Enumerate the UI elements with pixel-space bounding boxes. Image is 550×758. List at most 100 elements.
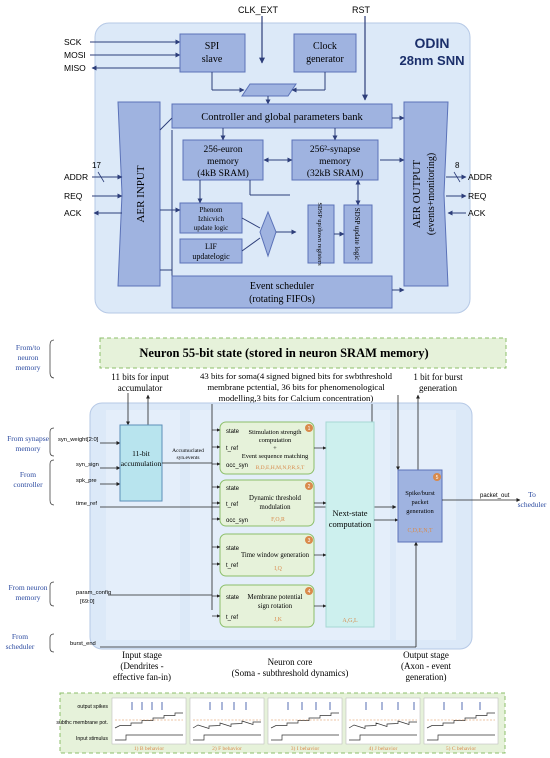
lif-l1: LIF bbox=[205, 242, 218, 251]
sdsp-logic-label: SDSP update logic bbox=[353, 208, 361, 261]
output-spikes-label: output spikes bbox=[77, 704, 108, 710]
m2-l2: modulation bbox=[260, 504, 292, 511]
from-ctrl-l1: From bbox=[20, 470, 36, 479]
input-step bbox=[115, 734, 183, 741]
next-state-block bbox=[325, 421, 375, 628]
sdsp-registers-block bbox=[307, 204, 335, 264]
membrane-trace bbox=[192, 720, 261, 729]
addr-out-slash bbox=[453, 171, 461, 183]
spi-slave-l1: SPI bbox=[205, 41, 219, 52]
acc-events-l1: Accumuclated bbox=[172, 448, 204, 454]
spike-packet-block bbox=[397, 469, 443, 543]
input-stage-l3: effective fan-in) bbox=[113, 672, 171, 682]
membrane-trace bbox=[348, 720, 417, 729]
from-to-mem-l2: neuron bbox=[18, 353, 39, 362]
aer-output-block bbox=[403, 101, 449, 287]
from-to-mem-bracket bbox=[49, 339, 55, 379]
input-step bbox=[349, 734, 417, 741]
membrane-trace bbox=[426, 712, 495, 729]
input-step bbox=[427, 734, 495, 741]
addr-out-label: ADDR bbox=[468, 172, 492, 182]
miso-label: MISO bbox=[64, 63, 86, 73]
output-stage-l2: (Axon - event bbox=[401, 661, 451, 671]
input-stage-l2: (Dendrites - bbox=[120, 661, 163, 671]
syn-mem-l2: memory bbox=[319, 157, 351, 167]
ack-in-label: ACK bbox=[64, 208, 82, 218]
aer-in-width: 17 bbox=[92, 161, 101, 170]
from-syn-l2: memory bbox=[16, 444, 41, 453]
output-stage-l1: Output stage bbox=[403, 650, 449, 660]
neuron-mem-l3: (4kB SRAM) bbox=[197, 168, 248, 179]
burst-end-label: burst_end bbox=[70, 641, 96, 647]
chip-title: ODIN bbox=[415, 35, 450, 51]
acc-l2: accumulation bbox=[121, 459, 162, 468]
membrane-trace bbox=[114, 712, 183, 729]
lif-update-block bbox=[179, 238, 243, 264]
next-state-tags: A,G,L bbox=[342, 618, 358, 624]
from-ctrl-l2: controller bbox=[13, 480, 43, 489]
core-l2: (Soma - subthreshold dynamics) bbox=[232, 668, 349, 678]
lif-l2: updatelogic bbox=[192, 252, 230, 261]
m4-num: 4 bbox=[308, 589, 311, 595]
from-syn-bracket bbox=[49, 427, 55, 457]
aer-out-width: 8 bbox=[455, 161, 460, 170]
packet-out-label: packet_out bbox=[480, 493, 510, 499]
soma-bits-l1: 43 bits for soma(4 signed bigned bits fo… bbox=[200, 371, 393, 381]
m1-l2: computation bbox=[259, 437, 292, 444]
neuron-state-banner bbox=[99, 337, 507, 369]
waveform-box bbox=[423, 697, 499, 745]
phenom-l1: Phenom bbox=[200, 206, 224, 214]
m4-tref: t_ref bbox=[226, 615, 238, 621]
waveform-box bbox=[267, 697, 343, 745]
behavior-label: 5) C behavior bbox=[446, 745, 476, 752]
syn-mem-l3: (32kB SRAM) bbox=[307, 168, 363, 179]
input-step bbox=[271, 734, 339, 741]
sdsp-regs-label: SDSP up/down registers bbox=[316, 202, 323, 266]
from-nmem-bracket bbox=[49, 581, 55, 607]
m2-badge bbox=[305, 482, 313, 490]
membrane-trace bbox=[270, 712, 339, 729]
input-stimulus-label: Input stimulus bbox=[76, 736, 108, 742]
from-sched-l1: From bbox=[12, 632, 28, 641]
spk-pre-label: spk_pre bbox=[76, 478, 97, 484]
from-nmem-l1: From neuron bbox=[9, 583, 48, 592]
controller-label: Controller and global parameters bank bbox=[201, 112, 363, 123]
burst-bits-l2: generation bbox=[419, 383, 457, 393]
soma-bits-l2: membrane pctential, 36 bits for phenomen… bbox=[207, 382, 385, 392]
from-nmem-l2: memory bbox=[16, 593, 41, 602]
m1-occsyn: occ_syn bbox=[226, 463, 248, 469]
from-sched-l2: scheduler bbox=[6, 642, 35, 651]
output-stage-l3: generation) bbox=[406, 672, 447, 682]
soma-bits-l3: modelling,3 bits for Calcium concentrati… bbox=[219, 393, 374, 403]
m1-l4: Event sequence matching bbox=[242, 453, 309, 460]
chip-subtitle: 28nm SNN bbox=[399, 53, 464, 68]
clock-gen-l1: Clock bbox=[313, 41, 337, 52]
m1-badge bbox=[305, 424, 313, 432]
acc-events-l2: syn.events bbox=[176, 455, 199, 461]
phenom-l3: update logic bbox=[194, 224, 228, 232]
m1-tref: t_ref bbox=[226, 446, 238, 452]
from-ctrl-bracket bbox=[49, 459, 55, 506]
mosi-label: MOSI bbox=[64, 50, 86, 60]
clock-mux bbox=[241, 83, 297, 97]
m4-tags: J,K bbox=[274, 617, 283, 623]
accumulation-block bbox=[119, 424, 163, 502]
spike-tags: C,D,E,N,T bbox=[407, 528, 433, 534]
param-config-l2: [69:0] bbox=[80, 599, 95, 605]
m1-l1: Stimulation strength bbox=[249, 429, 303, 436]
phenom-to-mux bbox=[241, 217, 261, 229]
next-state-l2: computation bbox=[329, 519, 372, 529]
spike-l1: Spike/burst bbox=[405, 490, 435, 497]
behavior-label: 3) I behavior bbox=[291, 745, 320, 752]
to-sched-l1: To bbox=[528, 490, 536, 499]
m1-num: 1 bbox=[308, 426, 311, 432]
aer-output-l1: AER OUTPUT bbox=[411, 160, 423, 228]
aer-output-l2: (events+monitoring) bbox=[426, 153, 437, 235]
from-to-mem-l1: From/to bbox=[16, 343, 40, 352]
req-out-label: REQ bbox=[468, 191, 487, 201]
spike-l2: packet bbox=[412, 499, 429, 506]
neuron-state-title: Neuron 55-bit state (stored in neuron SR… bbox=[139, 346, 428, 360]
input-step bbox=[193, 734, 261, 741]
